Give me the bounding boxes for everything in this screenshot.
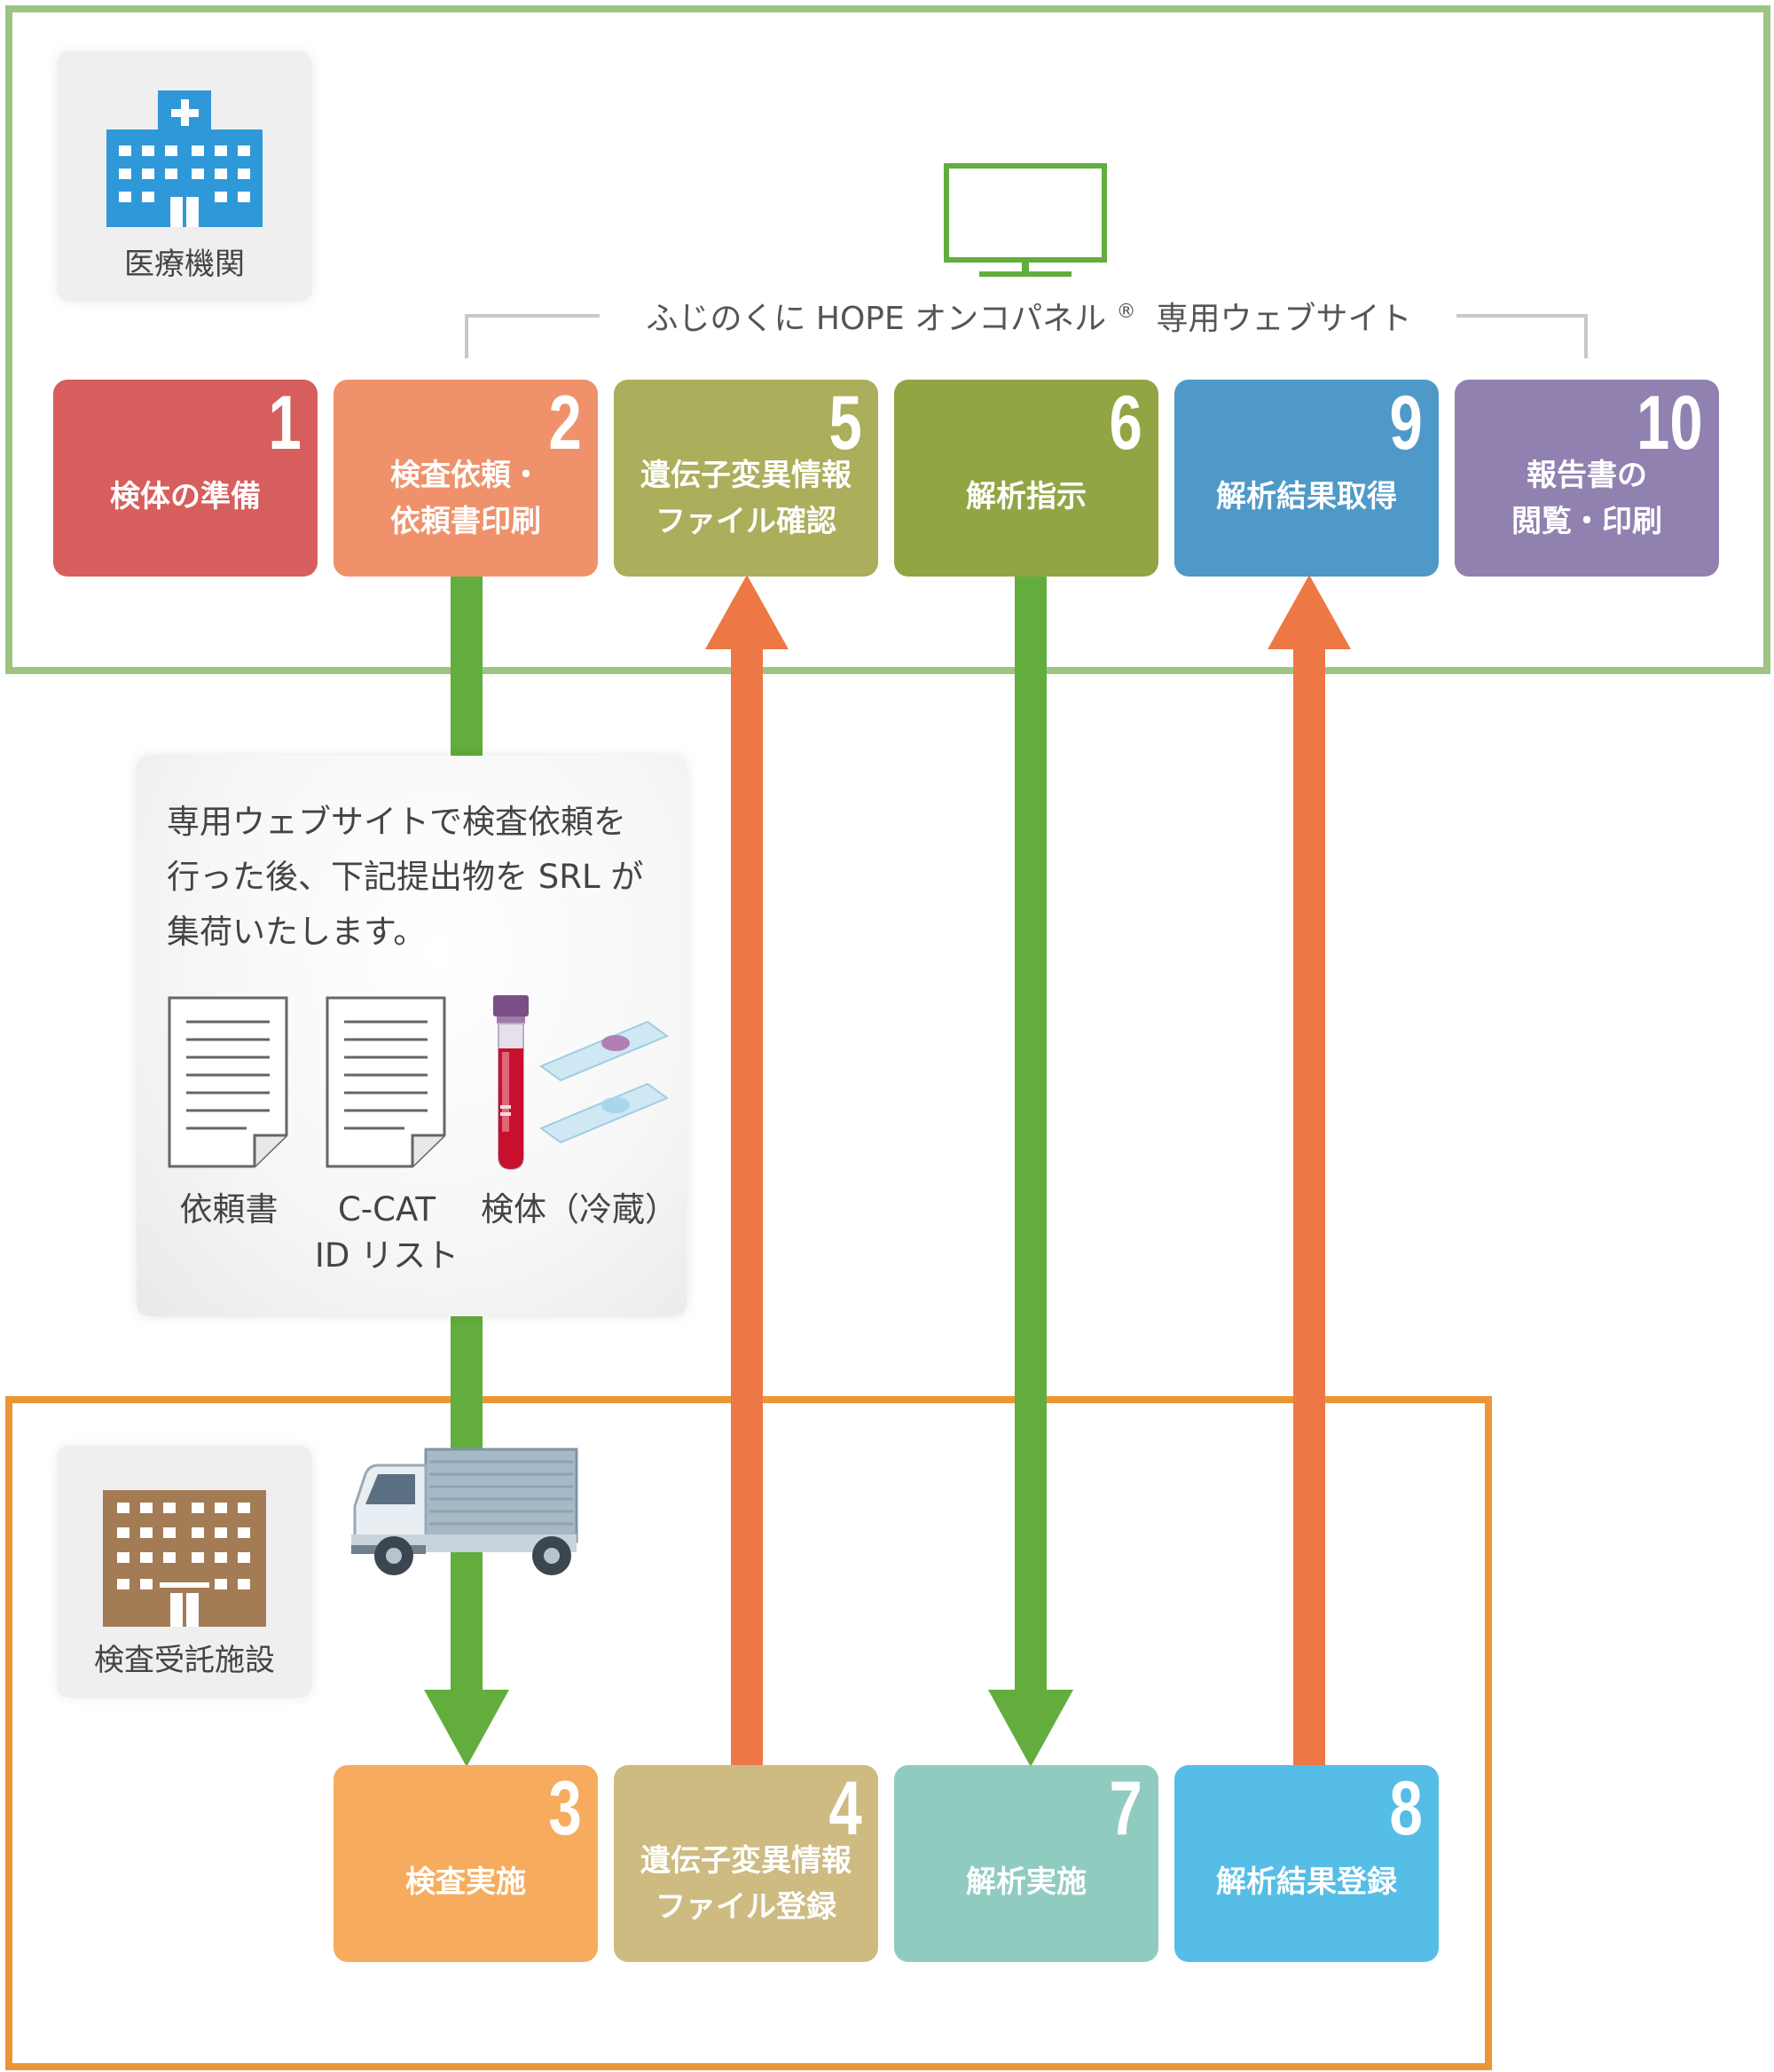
step-label: 解析結果登録 [1216,1864,1397,1900]
medical-institution-frame [5,5,1770,674]
medical-institution-card: 医療機関 [57,51,312,302]
note-line-3: 集荷いたします。 [167,913,427,951]
step-label-line2: ファイル確認 [655,504,836,539]
step-label: 解析結果取得 [1216,479,1397,514]
website-title: ふじのくに HOPE オンコパネル ® 専用ウェブサイト [621,293,1437,339]
step-label-line2: 依頼書印刷 [390,504,541,539]
test-tube-icon [493,995,669,1171]
arrow-4-to-5 [705,575,789,1767]
slide-icon [538,1020,669,1082]
step-1-box: 1 検体の準備 [53,380,318,577]
lab-building-icon [103,1490,266,1627]
step-label: 検体の準備 [110,479,261,514]
website-title-suffix: 専用ウェブサイト [1156,301,1412,337]
slide-icon [538,1082,669,1144]
document-icon [326,996,446,1168]
step-number: 7 [1109,1766,1142,1851]
hospital-icon [106,90,263,227]
step-number: 6 [1109,381,1142,466]
step-label-line2: ファイル登録 [655,1889,836,1925]
lab-facility-label: 検査受託施設 [94,1643,275,1678]
arrow-8-to-9 [1268,575,1351,1767]
medical-institution-label: 医療機関 [124,247,245,282]
step-3-box: 3 検査実施 [334,1765,598,1962]
step-8-box: 8 解析結果登録 [1174,1765,1439,1962]
item-label-ccat-line2: ID リスト [314,1236,459,1275]
step-number: 2 [548,381,582,466]
truck-icon [351,1448,578,1575]
step-number: 9 [1389,381,1423,466]
submission-note-box: 専用ウェブサイトで検査依頼を 行った後、下記提出物を SRL が 集荷いたします… [137,756,687,1316]
step-5-box: 5 遺伝子変異情報 ファイル確認 [614,380,878,577]
item-label-request-form: 依頼書 [179,1190,279,1228]
step-4-box: 4 遺伝子変異情報 ファイル登録 [614,1765,878,1962]
lab-facility-card: 検査受託施設 [57,1446,312,1698]
step-6-box: 6 解析指示 [894,380,1158,577]
step-7-box: 7 解析実施 [894,1765,1158,1962]
monitor-icon [944,163,1107,277]
step-number: 8 [1389,1766,1423,1851]
step-10-box: 10 報告書の 閲覧・印刷 [1455,380,1719,577]
note-line-2: 行った後、下記提出物を SRL が [167,858,644,896]
step-label: 解析実施 [966,1864,1087,1900]
step-label-line1: 遺伝子変異情報 [640,458,852,493]
step-9-box: 9 解析結果取得 [1174,380,1439,577]
step-number: 1 [268,381,302,466]
step-label-line2: 閲覧・印刷 [1511,504,1662,539]
arrow-6-to-7 [988,568,1073,1767]
step-label-line1: 検査依頼・ [390,458,541,493]
step-number: 10 [1637,381,1703,466]
step-label: 解析指示 [966,479,1087,514]
website-bracket [465,314,1588,358]
step-number: 5 [828,381,862,466]
website-title-prefix: ふじのくに HOPE オンコパネル [646,301,1107,337]
step-label-line1: 遺伝子変異情報 [640,1843,852,1879]
step-label-line1: 報告書の [1527,458,1647,493]
step-number: 3 [548,1766,582,1851]
step-label: 検査実施 [405,1864,526,1900]
step-2-box: 2 検査依頼・ 依頼書印刷 [334,380,598,577]
submission-note-text: 専用ウェブサイトで検査依頼を 行った後、下記提出物を SRL が 集荷いたします… [167,795,663,960]
item-label-specimen: 検体（冷蔵） [481,1190,678,1228]
item-label-ccat-line1: C-CAT [337,1190,436,1228]
registered-mark: ® [1116,301,1136,323]
step-number: 4 [828,1766,862,1851]
document-icon [168,996,288,1168]
note-line-1: 専用ウェブサイトで検査依頼を [167,803,626,841]
